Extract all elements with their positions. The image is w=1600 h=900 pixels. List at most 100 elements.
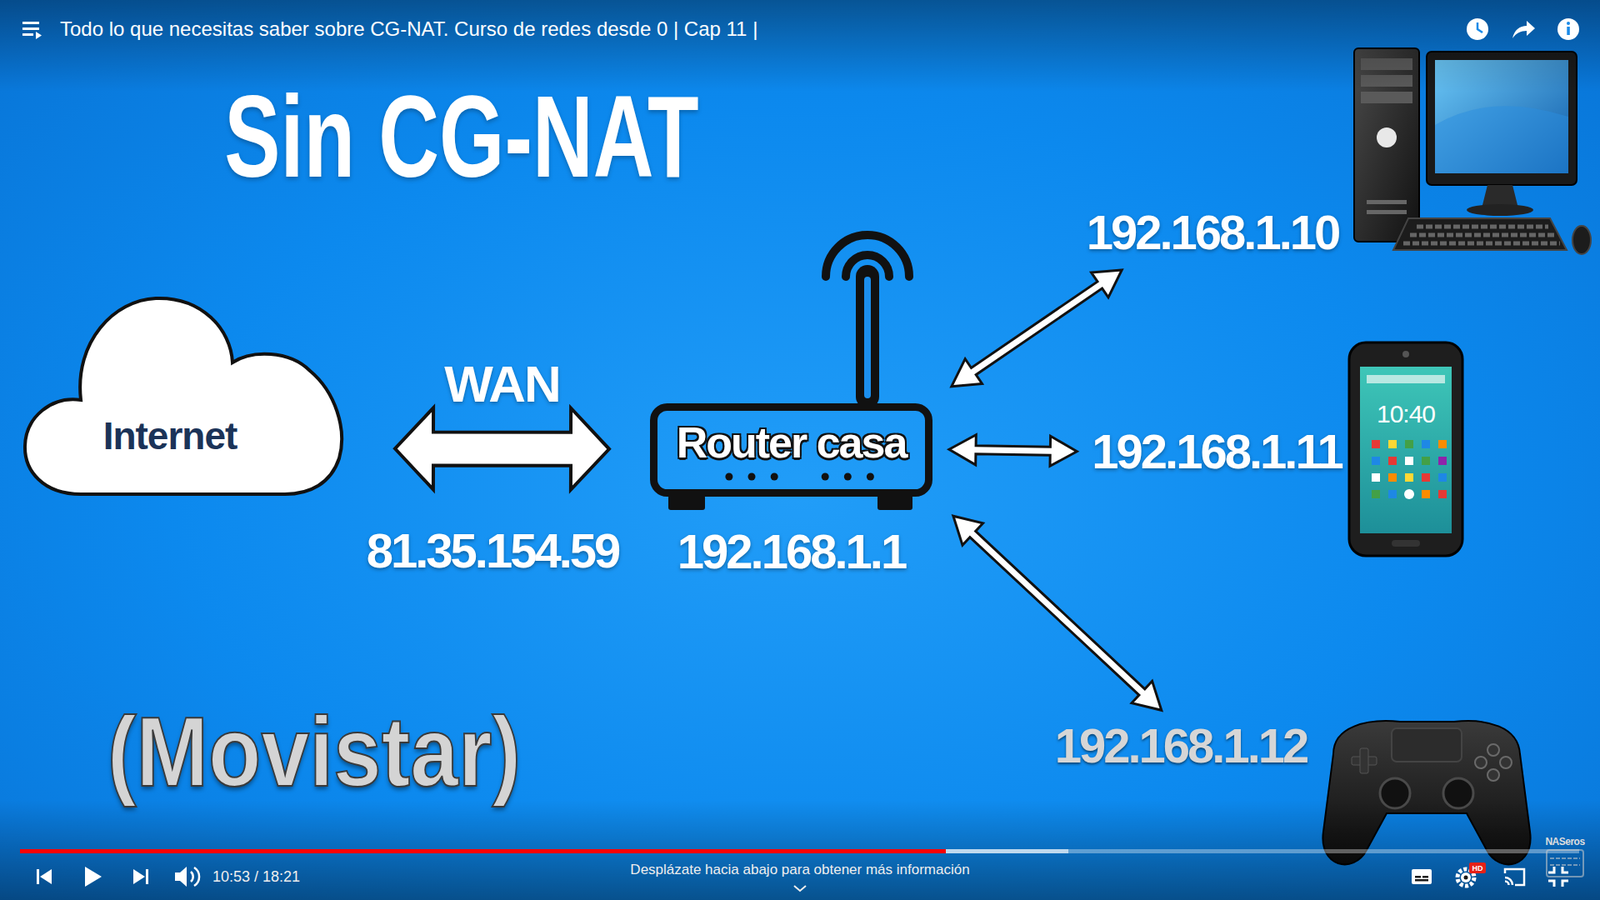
router-led (770, 473, 779, 481)
info-icon (1557, 18, 1580, 40)
cast-wave (1505, 877, 1513, 885)
phone-clock: 10:40 (1376, 400, 1435, 430)
connector-arrow (953, 515, 1162, 710)
power-button (1376, 127, 1397, 148)
router-label: Router casa (676, 419, 907, 467)
app-icon (1438, 490, 1447, 499)
watermark-frame (1546, 850, 1584, 877)
router-body (654, 407, 930, 494)
edge-label-holder: WAN (444, 355, 560, 412)
thumbstick (1443, 778, 1474, 809)
key-row (1403, 241, 1560, 246)
label-holder: HD (1472, 864, 1484, 872)
d-pad (1351, 756, 1377, 765)
face-button (1487, 744, 1500, 756)
thumbstick (1380, 778, 1410, 809)
wan-address: 81.35.154.59 (366, 524, 620, 578)
monitor-screen (1435, 60, 1569, 174)
router-feet (668, 495, 913, 510)
icon-triangle (40, 869, 52, 885)
title-holder: Sin CG-NAT (224, 75, 699, 198)
screen-wave (1435, 105, 1569, 174)
router-led (748, 473, 756, 481)
watermark: NASeros (1545, 836, 1585, 849)
router-led (821, 473, 830, 481)
phone-screen (1360, 366, 1452, 534)
wifi-arc (825, 235, 910, 277)
connector-arrow (949, 435, 1077, 467)
icon-bar (22, 21, 40, 25)
gamepad-body (1322, 720, 1530, 865)
vent (1366, 200, 1407, 205)
settings-button (1457, 862, 1486, 886)
exit-fullscreen-button (1548, 866, 1569, 887)
app-icon (1421, 490, 1430, 499)
router-address-holder: 192.168.1.1 (677, 525, 905, 579)
progress-played (20, 849, 946, 854)
edge-label: WAN (444, 355, 560, 412)
cast-frame (1505, 869, 1525, 885)
next-button (133, 869, 149, 885)
monitor (1426, 51, 1577, 185)
cloud-node: Internet (22, 295, 345, 497)
app-icon (1404, 489, 1415, 500)
captions-button (1411, 869, 1432, 885)
cast-wave (1505, 881, 1510, 886)
app-icon (1405, 440, 1414, 449)
info-circle (1557, 18, 1580, 40)
clock-hands (1477, 22, 1483, 33)
corner (1562, 880, 1569, 887)
label-holder: Todo lo que necesitas saber sobre CG-NAT… (60, 17, 758, 41)
info-stem (1566, 26, 1570, 35)
captions-line (1415, 879, 1429, 882)
label-holder: NASeros (1545, 836, 1585, 849)
address-label: 192.168.1.12 (1055, 719, 1308, 773)
antenna-rod (855, 265, 880, 409)
router-foot (877, 495, 913, 510)
app-icon (1371, 440, 1380, 449)
home-button (1391, 540, 1420, 547)
device-address-node: 192.168.1.12 (1048, 715, 1315, 776)
device-address-node: 192.168.1.10 (1080, 202, 1346, 263)
captions-box (1411, 869, 1432, 885)
bottom-shade (0, 800, 1600, 900)
router-led (866, 473, 875, 481)
video-title: Todo lo que necesitas saber sobre CG-NAT… (60, 17, 758, 41)
watch-later-icon (1466, 18, 1489, 40)
cloud-text-holder: Internet (103, 415, 238, 458)
app-icon (1405, 456, 1414, 465)
face-button (1475, 756, 1487, 769)
smartphone (1349, 342, 1463, 556)
icon-triangle (35, 31, 42, 40)
drive-bay (1360, 91, 1413, 104)
speaker (175, 866, 187, 887)
app-icon (1371, 473, 1380, 482)
drive-bay (1360, 75, 1413, 87)
app-icon (1405, 473, 1414, 482)
device-address-node: 192.168.1.11 (1085, 421, 1348, 482)
corner (1548, 866, 1555, 873)
provider-name: (Movistar) (107, 698, 521, 807)
clock-face (1466, 18, 1489, 40)
cast-button (1505, 869, 1525, 885)
app-icon (1438, 473, 1447, 482)
address-label: 192.168.1.1 (677, 525, 905, 579)
volume-button (175, 866, 200, 887)
key-row (1416, 225, 1549, 230)
time-display: 10:53 / 18:21 (212, 868, 300, 886)
monitor-base (1466, 204, 1534, 216)
scroll-hint: Desplázate hacia abajo para obtener más … (630, 861, 970, 879)
app-icon (1388, 456, 1397, 465)
keyboard (1393, 218, 1567, 250)
pc-tower (1354, 48, 1420, 242)
share-icon (1512, 20, 1535, 39)
app-icon (1421, 473, 1430, 482)
watermark-icon (1546, 850, 1584, 877)
app-icon (1421, 456, 1430, 465)
gear-hole (1464, 875, 1469, 880)
gear-teeth (1457, 869, 1475, 886)
info-dot (1566, 21, 1570, 25)
router-led (844, 473, 852, 481)
icon-bar (22, 27, 40, 30)
router-antenna (825, 235, 910, 409)
